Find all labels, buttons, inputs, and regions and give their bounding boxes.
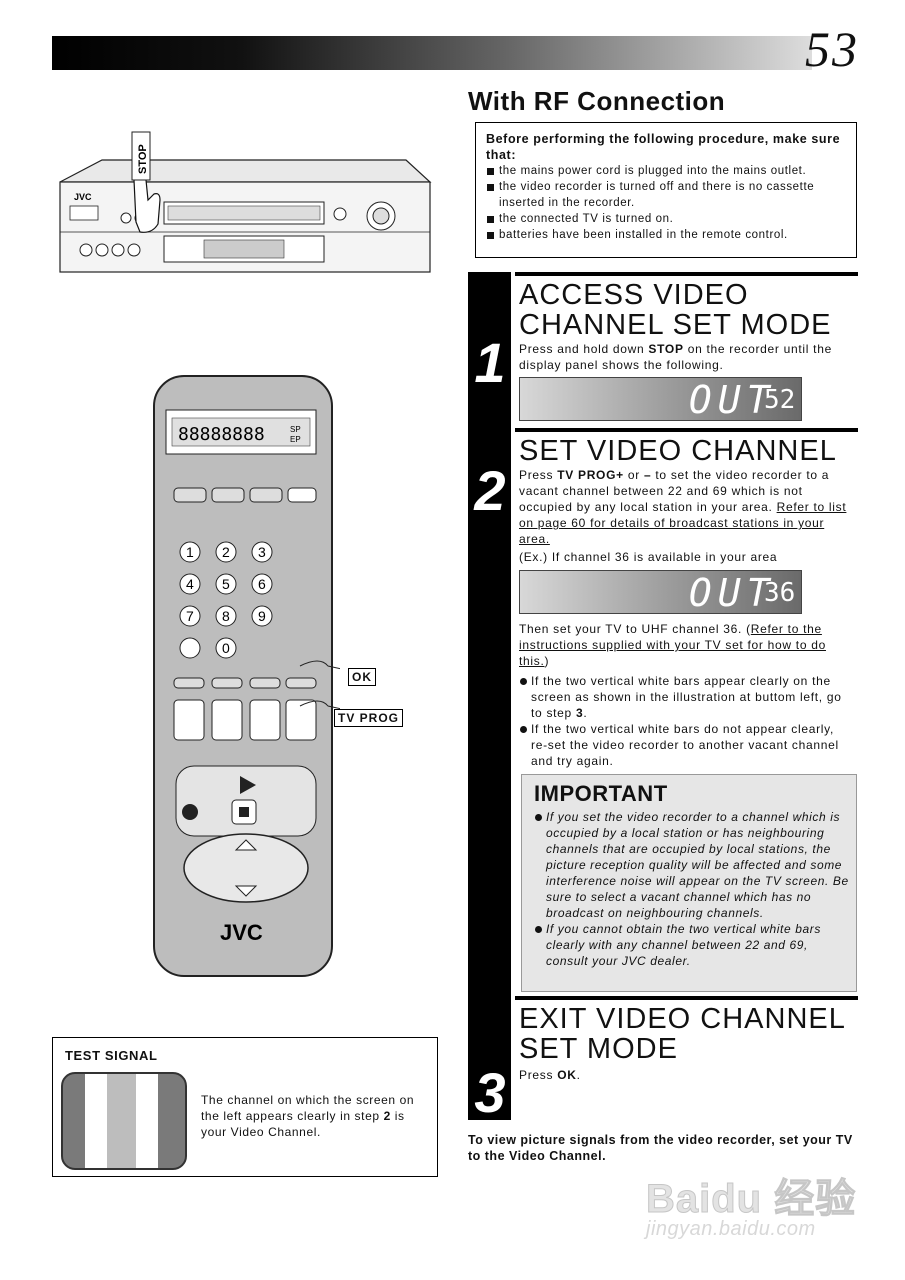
step-1-text-pre: Press and hold down xyxy=(519,342,649,356)
prerequisite-item: the video recorder is turned off and the… xyxy=(486,179,846,211)
remote-brand: JVC xyxy=(220,920,263,945)
step-2-number: 2 xyxy=(474,459,506,522)
test-signal-screen xyxy=(61,1072,187,1170)
step-2-bullets: If the two vertical white bars appear cl… xyxy=(519,673,854,769)
vcr-brand: JVC xyxy=(74,192,92,202)
watermark: Baidu 经验 jingyan.baidu.com xyxy=(642,1148,872,1248)
step-2-example: (Ex.) If channel 36 is available in your… xyxy=(519,550,778,564)
step-2-tvprog-label: TV PROG+ xyxy=(557,468,624,482)
step-2-bullet: If the two vertical white bars appear cl… xyxy=(519,673,854,721)
prerequisite-box: Before performing the following procedur… xyxy=(475,122,857,258)
step-3-number: 3 xyxy=(474,1061,506,1124)
vcr-illustration: JVC STOP xyxy=(59,131,432,273)
step-2-reference: Refer to list on page 60 for details of … xyxy=(519,500,847,546)
prerequisite-item: the connected TV is turned on. xyxy=(486,211,846,227)
step-1-text: Press and hold down STOP on the recorder… xyxy=(519,341,854,373)
step-2-title: SET VIDEO CHANNEL xyxy=(519,435,837,467)
step-1-rule xyxy=(515,272,858,276)
display-channel: 36 xyxy=(764,578,796,608)
important-box: IMPORTANT If you set the video recorder … xyxy=(521,774,857,992)
important-item: If you cannot obtain the two vertical wh… xyxy=(534,921,852,969)
key-0: 0 xyxy=(222,640,230,656)
step-1-stop-label: STOP xyxy=(648,342,684,356)
key-1: 1 xyxy=(186,544,194,560)
display-panel-2: _OUT 36 xyxy=(519,570,802,614)
step-2-bullet-1-step: 3 xyxy=(575,706,584,720)
key-8: 8 xyxy=(222,608,230,624)
display-panel-1: _OUT 52 xyxy=(519,377,802,421)
step-3-title: EXIT VIDEO CHANNEL SET MODE xyxy=(519,1003,845,1065)
step-1-title: ACCESS VIDEO CHANNEL SET MODE xyxy=(519,279,832,341)
prerequisite-title: Before performing the following procedur… xyxy=(486,132,841,162)
test-signal-step: 2 xyxy=(383,1109,391,1123)
remote-sp-label: SP xyxy=(290,425,301,434)
display-out-text: _OUT xyxy=(660,378,776,421)
step-1-text-post: on the recorder until the display panel … xyxy=(519,342,832,372)
prerequisite-item: the mains power cord is plugged into the… xyxy=(486,163,846,179)
watermark-main: Baidu 经验 xyxy=(645,1177,857,1222)
step-2-bullet: If the two vertical white bars do not ap… xyxy=(519,721,854,769)
step-2-then-post: ) xyxy=(544,654,550,668)
ok-callout: OK xyxy=(348,668,376,686)
page-heading: With RF Connection xyxy=(468,86,726,116)
step-3-text-post: . xyxy=(576,1068,581,1082)
remote-ep-label: EP xyxy=(290,435,301,444)
important-item: If you set the video recorder to a chann… xyxy=(534,809,852,921)
step-2-rule xyxy=(515,428,858,432)
step-2-bullet-1-post: . xyxy=(583,706,588,720)
step-2-text: Press TV PROG+ or – to set the video rec… xyxy=(519,467,854,547)
remote-illustration: 88888888 SP EP 1 2 3 4 5 6 7 8 9 0 JVC xyxy=(153,375,340,977)
step-2-then-reference: Refer to the instructions supplied with … xyxy=(519,622,826,668)
step-2-text-c: or xyxy=(623,468,644,482)
display-out-text: _OUT xyxy=(660,571,776,614)
step-2-then-pre: Then set your TV to UHF channel 36. ( xyxy=(519,622,751,636)
tvprog-callout: TV PROG xyxy=(334,709,404,727)
test-signal-text: The channel on which the screen on the l… xyxy=(201,1092,431,1140)
step-3-text-pre: Press xyxy=(519,1068,558,1082)
remote-display-digits: 88888888 xyxy=(178,424,265,445)
important-title: IMPORTANT xyxy=(534,781,668,806)
prerequisite-item: batteries have been installed in the rem… xyxy=(486,227,846,243)
step-2-text-a: Press xyxy=(519,468,558,482)
prerequisite-list: the mains power cord is plugged into the… xyxy=(486,163,846,243)
step-column xyxy=(468,272,511,1120)
step-3-text: Press OK. xyxy=(519,1067,854,1083)
test-signal-text-post: is your Video Channel. xyxy=(201,1109,405,1139)
test-signal-box: TEST SIGNAL The channel on which the scr… xyxy=(52,1037,438,1177)
step-2-bullet-1-pre: If the two vertical white bars appear cl… xyxy=(531,674,842,720)
key-7: 7 xyxy=(186,608,194,624)
key-9: 9 xyxy=(258,608,266,624)
key-2: 2 xyxy=(222,544,230,560)
watermark-sub: jingyan.baidu.com xyxy=(646,1218,816,1240)
key-3: 3 xyxy=(258,544,266,560)
step-3-rule xyxy=(515,996,858,1000)
key-4: 4 xyxy=(186,576,194,592)
stop-label: STOP xyxy=(137,144,149,174)
step-1-number: 1 xyxy=(474,331,506,394)
important-list: If you set the video recorder to a chann… xyxy=(534,809,852,969)
test-signal-title: TEST SIGNAL xyxy=(65,1048,158,1063)
step-3-ok-label: OK xyxy=(557,1068,577,1082)
step-2-then-text: Then set your TV to UHF channel 36. (Ref… xyxy=(519,621,854,669)
test-signal-text-pre: The channel on which the screen on the l… xyxy=(201,1093,415,1123)
step-2-minus-label: – xyxy=(643,468,652,482)
header-bar xyxy=(52,36,812,70)
page-number: 53 xyxy=(805,21,859,77)
display-channel: 52 xyxy=(764,385,796,415)
key-5: 5 xyxy=(222,576,230,592)
key-6: 6 xyxy=(258,576,266,592)
step-2-text-e: to set the video recorder to a vacant ch… xyxy=(519,468,830,514)
footer-note: To view picture signals from the video r… xyxy=(468,1133,853,1163)
